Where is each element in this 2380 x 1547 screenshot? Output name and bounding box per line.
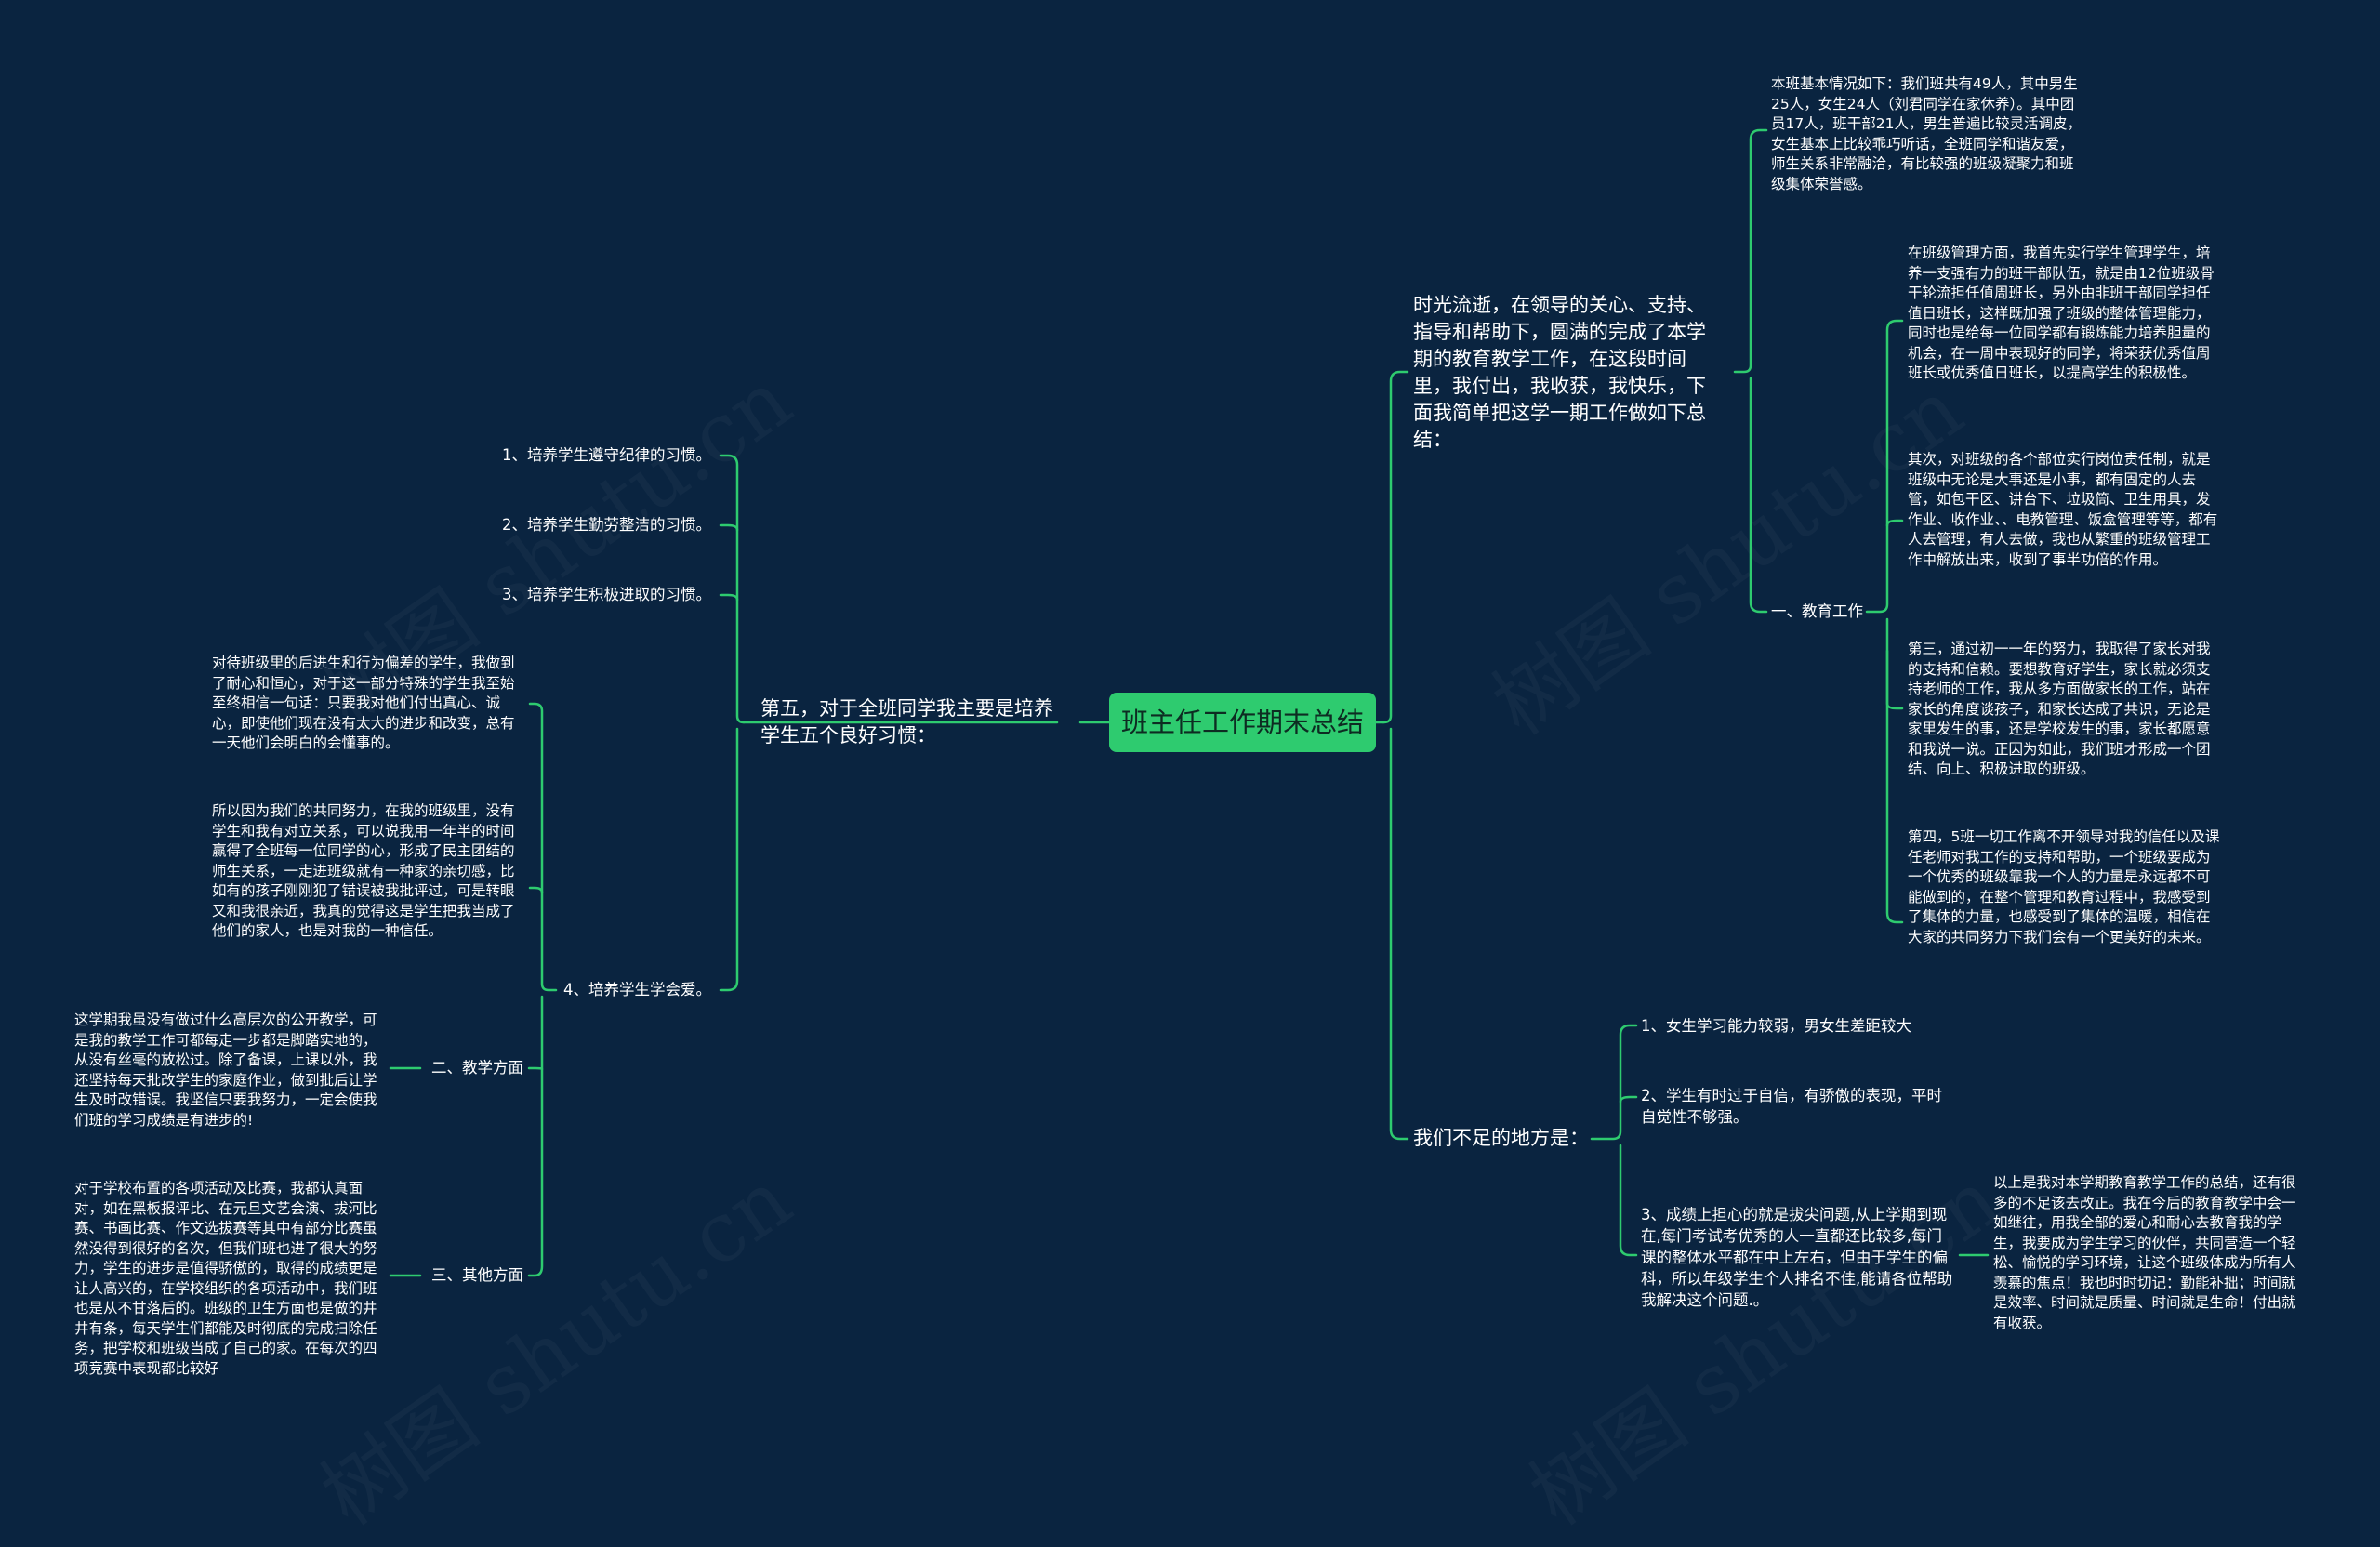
edge-habit-1	[719, 454, 746, 724]
edge-shortcomings	[1389, 727, 1409, 1141]
teaching-text[interactable]: 这学期我虽没有做过什么高层次的公开教学，可是我的教学工作可都每走一步都是脚踏实地…	[74, 1012, 377, 1129]
topic-other[interactable]: 三、其他方面	[431, 1266, 523, 1284]
edge-habit-2	[719, 523, 739, 532]
habit-item-2[interactable]: 2、培养学生勤劳整洁的习惯。	[502, 516, 711, 534]
root-node[interactable]: 班主任工作期末总结	[1109, 693, 1376, 752]
edge-edu-4	[1885, 649, 1904, 924]
topic-education[interactable]: 一、教育工作	[1771, 602, 1863, 620]
topic-intro[interactable]: 时光流逝，在领导的关心、支持、指导和帮助下，圆满的完成了本学期的教育教学工作，在…	[1413, 294, 1706, 451]
edge-short-2	[1619, 1095, 1638, 1104]
shortcoming-item-1[interactable]: 1、女生学习能力较弱，男女生差距较大	[1641, 1017, 1911, 1035]
edge-edu-2	[1885, 519, 1904, 527]
edge-edu-3	[1885, 617, 1904, 710]
topic-shortcomings[interactable]: 我们不足的地方是：	[1413, 1127, 1589, 1149]
edge-habit-4	[719, 727, 739, 992]
education-text-3[interactable]: 第三，通过初一一年的努力，我取得了家长对我的支持和信赖。要想教育好学生，家长就必…	[1908, 641, 2211, 777]
love-text-2[interactable]: 所以因为我们的共同努力，在我的班级里，没有学生和我有对立关系，可以说我用一年半的…	[212, 802, 515, 939]
other-text[interactable]: 对于学校布置的各项活动及比赛，我都认真面对，如在黑板报评比、在元旦文艺会演、拔河…	[74, 1180, 377, 1377]
love-text-1[interactable]: 对待班级里的后进生和行为偏差的学生，我做到了耐心和恒心，对于这一部分特殊的学生我…	[212, 654, 515, 751]
topic-teaching[interactable]: 二、教学方面	[431, 1059, 523, 1077]
edge-edu-1	[1865, 319, 1904, 614]
edge-love-text-1	[528, 702, 558, 992]
mind-map: 树图 shutu.cn 树图 shutu.cn 树图 shutu.cn 树图 s…	[74, 75, 2296, 1377]
edge-intro	[1382, 370, 1409, 724]
edge-love-text-2	[528, 886, 544, 894]
education-text-2[interactable]: 其次，对班级的各个部位实行岗位责任制，就是班级中无论是大事还是小事，都有固定的人…	[1908, 451, 2218, 568]
habit-item-3[interactable]: 3、培养学生积极进取的习惯。	[502, 586, 711, 603]
edge-education	[1749, 377, 1768, 614]
edge-basic	[1733, 128, 1768, 374]
habit-item-4[interactable]: 4、培养学生学会爱。	[563, 981, 711, 998]
topic-habits[interactable]: 第五，对于全班同学我主要是培养学生五个良好习惯：	[760, 697, 1053, 747]
edge-teaching	[527, 1066, 544, 1071]
edge-other	[527, 995, 544, 1277]
habit-item-1[interactable]: 1、培养学生遵守纪律的习惯。	[502, 446, 711, 464]
education-text-4[interactable]: 第四，5班一切工作离不开领导对我的信任以及课任老师对我工作的支持和帮助，一个班级…	[1908, 828, 2220, 945]
education-text-1[interactable]: 在班级管理方面，我首先实行学生管理学生，培养一支强有力的班干部队伍，就是由12位…	[1908, 245, 2215, 381]
conclusion-text[interactable]: 以上是我对本学期教育教学工作的总结，还有很多的不足该去改正。我在今后的教育教学中…	[1993, 1174, 2296, 1331]
shortcoming-item-2[interactable]: 2、学生有时过于自信，有骄傲的表现，平时自觉性不够强。	[1641, 1087, 1942, 1126]
shortcoming-item-3[interactable]: 3、成绩上担心的就是拔尖问题,从上学期到现在,每门考试考优秀的人一直都还比较多,…	[1641, 1206, 1953, 1309]
edge-short-1	[1590, 1024, 1638, 1141]
basic-info-text[interactable]: 本班基本情况如下：我们班共有49人，其中男生25人，女生24人（刘君同学在家休养…	[1771, 75, 2082, 192]
edge-habit-3	[719, 593, 739, 602]
watermark: 树图 shutu.cn	[1503, 1137, 2019, 1547]
edge-short-3	[1619, 1144, 1638, 1257]
